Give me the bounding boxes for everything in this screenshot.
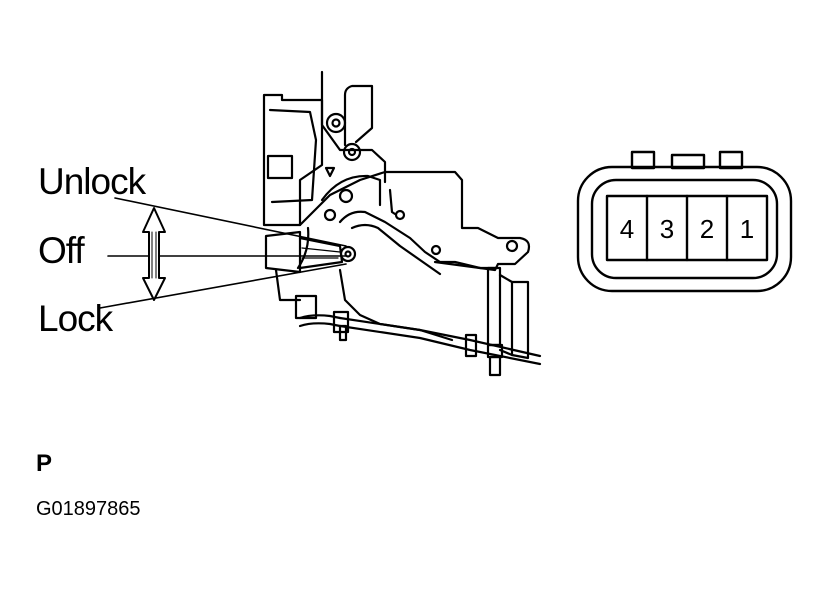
movement-arrow-icon — [142, 207, 166, 301]
connector-pin-4: 4 — [620, 214, 634, 244]
view-letter: P — [36, 450, 53, 477]
figure-code: G01897865 — [36, 498, 141, 520]
off-label: Off — [38, 230, 85, 271]
lock-leader-line — [99, 263, 347, 309]
connector-pin-1: 1 — [740, 214, 754, 244]
door-lock-assembly — [262, 70, 542, 377]
connector-latch-right — [718, 150, 744, 170]
connector-latch-left — [630, 150, 656, 170]
connector-pin-2: 2 — [700, 214, 714, 244]
connector-outer-shell — [576, 165, 793, 293]
connector-pin-labels: 4 3 2 1 — [620, 214, 754, 244]
connector-diagram — [576, 150, 793, 293]
connector-inner-shell — [590, 178, 779, 280]
lock-label: Lock — [38, 298, 113, 339]
connector-pin-3: 3 — [660, 214, 674, 244]
unlock-label: Unlock — [38, 161, 146, 202]
